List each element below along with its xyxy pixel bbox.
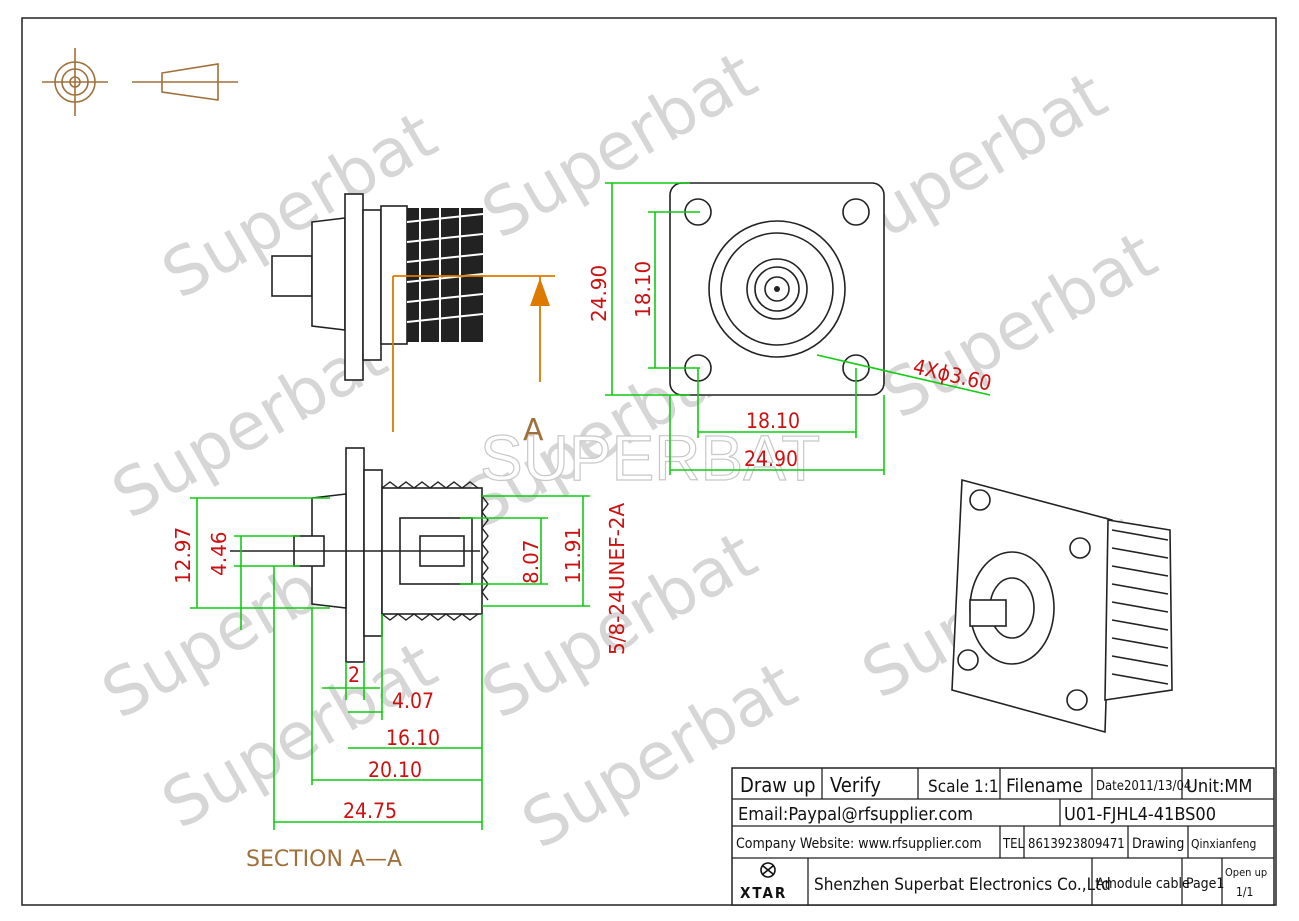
tb-verify: Verify (830, 773, 881, 797)
tb-drawing: Drawing (1132, 836, 1184, 852)
tb-scale: Scale 1:1 (928, 777, 999, 797)
title-block: Draw up Verify Scale 1:1 Filename Date20… (731, 767, 1275, 906)
dim-dia-12-97: 12.97 (171, 527, 195, 584)
dim-dia-8-07: 8.07 (519, 539, 543, 584)
dim-front-width-inner: 18.10 (746, 409, 800, 433)
side-view: A (271, 193, 555, 448)
tb-website: Company Website: www.rfsupplier.com (736, 836, 982, 852)
tb-filename: Filename (1006, 775, 1083, 797)
tb-email: Email:Paypal@rfsupplier.com (738, 804, 973, 825)
watermark-superbat-center: SUPERBAT (480, 422, 820, 494)
watermark: Superbat (870, 216, 1170, 433)
sheet-border (21, 17, 1277, 906)
tb-page: Page1 (1186, 876, 1224, 892)
tb-drawer: Qinxianfeng (1191, 837, 1256, 851)
dim-len-20-10: 20.10 (368, 758, 422, 782)
xtar-logo-icon (760, 862, 776, 878)
first-angle-projection-icon (42, 48, 238, 116)
tb-open-up-value: 1/1 (1236, 885, 1253, 899)
dim-front-height-inner: 18.10 (631, 261, 655, 318)
dim-thread: 5/8-24UNEF-2A (605, 502, 629, 655)
tb-open-up: Open up (1225, 866, 1267, 879)
tb-draw-up: Draw up (740, 773, 816, 797)
section-marker-label: A (523, 413, 544, 448)
dim-front-height-outer: 24.90 (587, 265, 611, 322)
dim-front-width-outer: 24.90 (744, 447, 798, 471)
tb-date: Date2011/13/04 (1096, 779, 1191, 794)
tb-tel: 8613923809471 (1028, 837, 1125, 852)
dim-dia-4-46: 4.46 (207, 531, 231, 576)
dim-len-4-07: 4.07 (392, 689, 434, 713)
tb-company: Shenzhen Superbat Electronics Co.,Ltd (814, 875, 1111, 895)
dim-len-24-75: 24.75 (343, 799, 397, 823)
tb-part-no: U01-FJHL4-41BS00 (1064, 804, 1216, 825)
tb-logo-text: XTAR (740, 884, 787, 902)
section-view: 12.97 4.46 8.07 11.91 5/8-24UNEF-2A 2 4.… (171, 447, 629, 872)
dim-len-2: 2 (348, 663, 360, 687)
tb-tel-label: TEL (1002, 837, 1025, 852)
section-label: SECTION A—A (246, 847, 402, 872)
dim-len-16-10: 16.10 (386, 726, 440, 750)
isometric-view (951, 478, 1173, 734)
tb-module: Amodule cable (1096, 876, 1190, 892)
watermark-layer: Superbat Superbat Superbat Superbat Supe… (90, 36, 1170, 863)
tb-unit: Unit:MM (1186, 776, 1252, 797)
dim-dia-11-91: 11.91 (561, 527, 585, 584)
